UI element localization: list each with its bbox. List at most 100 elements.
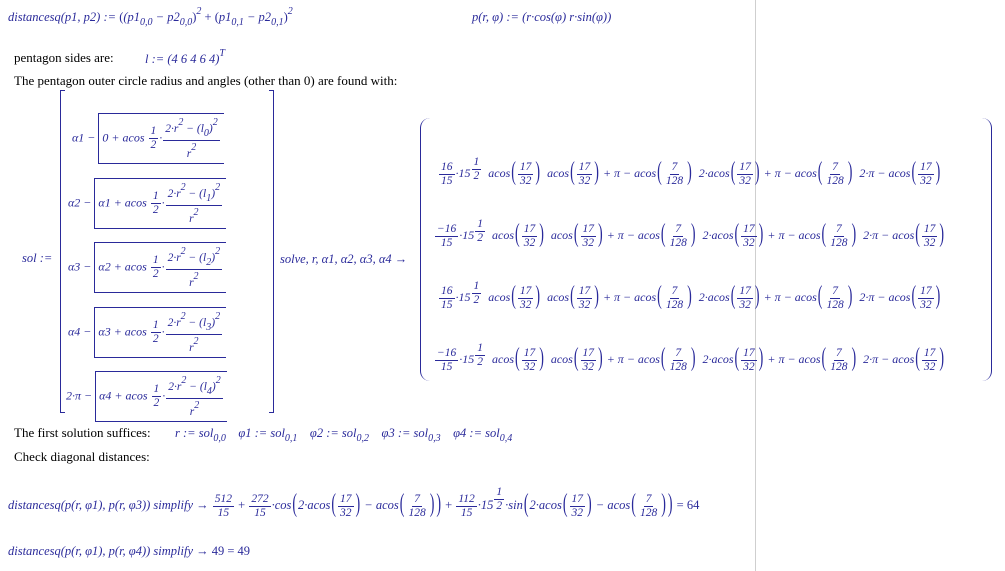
n17: 17 xyxy=(737,160,753,175)
n17: 17 xyxy=(580,346,597,361)
acos: acos xyxy=(492,228,515,242)
sin: ·sin xyxy=(505,498,523,512)
minus-acos: − acos xyxy=(364,498,399,512)
coef-n: 16 xyxy=(439,284,455,299)
expr: 2·π − acos xyxy=(863,228,915,242)
den: r xyxy=(189,277,194,289)
num: 2·r xyxy=(167,188,181,200)
row-inner: 0 + acos xyxy=(102,130,145,145)
plus: + xyxy=(445,498,453,512)
p-definition[interactable]: p(r, φ) := (r·cos(φ) r·sin(φ)) xyxy=(472,10,612,24)
base: ·15 xyxy=(455,166,471,180)
d32: 32 xyxy=(519,298,532,311)
pentagon-label: pentagon sides are: xyxy=(14,50,114,65)
distancesq-definition[interactable]: distancesq(p1, p2) := ((p10,0 − p20,0)2 … xyxy=(8,6,293,28)
cos: ·cos xyxy=(271,498,292,512)
exp-d: 2 xyxy=(496,500,503,512)
d32: 32 xyxy=(739,174,751,187)
idx: 2 xyxy=(206,257,212,268)
coef-n: −16 xyxy=(435,222,459,237)
expr: 2·π − acos xyxy=(859,166,911,180)
result-matrix[interactable] xyxy=(420,118,992,381)
sq: 2 xyxy=(287,6,293,17)
exp-n: 1 xyxy=(471,156,482,170)
solve-keyword[interactable]: solve, r, α1, α2, α3, α4 → xyxy=(280,252,407,267)
d128: 128 xyxy=(826,298,844,311)
exp-n: 1 xyxy=(494,486,505,500)
expr: + π − acos xyxy=(606,228,660,242)
two-acos: 2·acos xyxy=(298,498,331,512)
d32: 32 xyxy=(920,174,932,187)
sub: 0,1 xyxy=(271,17,284,28)
row-lhs: α4 − xyxy=(68,324,92,339)
check2-lhs: distancesq(p(r, φ1), p(r, φ4)) simplify xyxy=(8,544,193,558)
l: l xyxy=(203,381,207,393)
n17: 17 xyxy=(338,492,354,507)
d32: 32 xyxy=(523,236,536,249)
d128: 128 xyxy=(830,236,848,249)
idx: 3 xyxy=(206,322,212,333)
d128: 128 xyxy=(408,506,426,519)
n7: 7 xyxy=(412,492,422,507)
num: 2·r xyxy=(165,123,179,135)
base: ·15 xyxy=(477,498,494,512)
d32: 32 xyxy=(578,174,591,187)
assign-phi4: φ4 := sol xyxy=(453,426,500,440)
num-minus: − ( xyxy=(185,252,204,264)
t3d: 15 xyxy=(460,506,473,519)
check-distance-1[interactable]: distancesq(p(r, φ1), p(r, φ3)) simplify … xyxy=(8,486,700,520)
d32: 32 xyxy=(519,174,532,187)
d32: 32 xyxy=(582,360,595,373)
pentagon-sides-def[interactable]: l := (4 6 4 6 4)T xyxy=(145,48,225,67)
l: l xyxy=(200,123,204,135)
def-minus2: − p2 xyxy=(243,10,272,24)
sub: 0,0 xyxy=(140,17,153,28)
frac-d: 2 xyxy=(152,268,159,280)
exp-n: 1 xyxy=(471,280,482,294)
expr: 2·π − acos xyxy=(859,290,911,304)
row-lhs: 2·π − xyxy=(66,388,93,403)
sub: 0,1 xyxy=(231,17,244,28)
t2n: 272 xyxy=(249,492,271,507)
assign-phi1: φ1 := sol xyxy=(238,426,285,440)
idx: 1 xyxy=(206,193,212,204)
n17: 17 xyxy=(737,284,753,299)
first-solution-assignments[interactable]: r := sol0,0 φ1 := sol0,1 φ2 := sol0,2 φ3… xyxy=(175,426,512,444)
coef-d: 15 xyxy=(440,236,453,249)
n17: 17 xyxy=(517,284,534,299)
t1d: 15 xyxy=(217,506,230,519)
n7: 7 xyxy=(673,222,684,237)
den: r xyxy=(189,342,194,354)
exp-d: 2 xyxy=(477,356,484,368)
sub: 0,1 xyxy=(284,433,298,444)
sq: 2 xyxy=(180,311,186,322)
check2-result: 49 = 49 xyxy=(211,544,251,558)
d32: 32 xyxy=(743,236,755,249)
base: ·15 xyxy=(455,290,471,304)
arrow-icon: → xyxy=(394,252,408,266)
l: l xyxy=(203,317,207,329)
expr: + π − acos xyxy=(767,352,821,366)
exp-n: 1 xyxy=(475,218,486,232)
frac-d: 2 xyxy=(152,333,159,345)
sol-system-matrix[interactable] xyxy=(60,90,274,413)
n17: 17 xyxy=(569,492,585,507)
acos: acos xyxy=(550,228,573,242)
row-lhs: α3 − xyxy=(68,259,92,274)
n17: 17 xyxy=(741,222,757,237)
expr: 2·acos xyxy=(698,166,730,180)
n17: 17 xyxy=(521,222,538,237)
n17: 17 xyxy=(741,346,757,361)
d32: 32 xyxy=(523,360,536,373)
def-p1b: p1 xyxy=(218,10,232,24)
num: 2·r xyxy=(167,252,181,264)
coef-d: 15 xyxy=(441,298,453,311)
l: l xyxy=(203,252,207,264)
acos: acos xyxy=(547,166,570,180)
check-distance-2[interactable]: distancesq(p(r, φ1), p(r, φ4)) simplify … xyxy=(8,544,250,559)
